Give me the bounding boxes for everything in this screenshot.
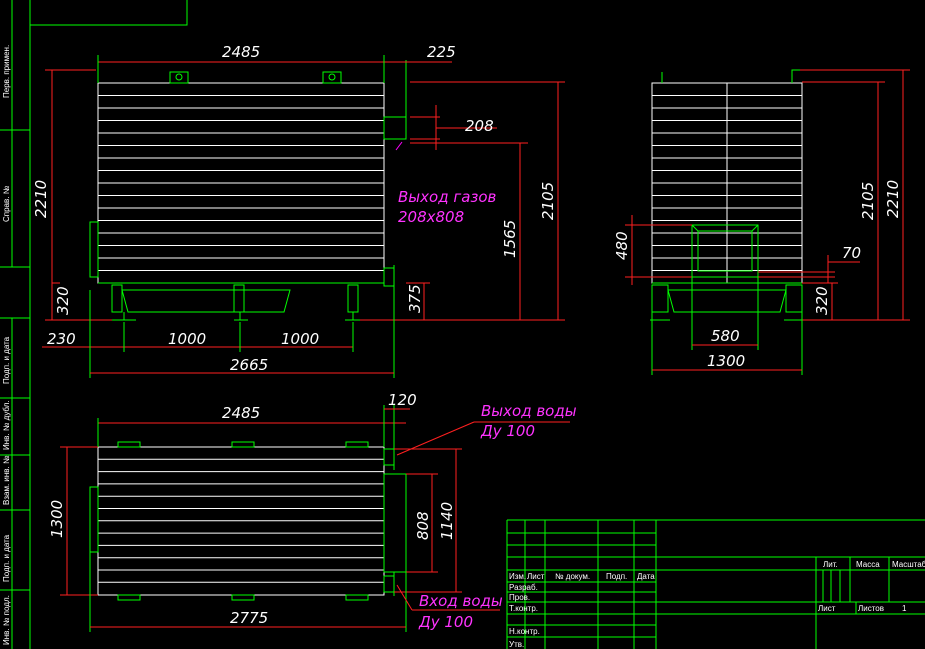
tb-row-tkontr: Т.контр.	[509, 604, 538, 613]
stamp-inv-dubl: Инв. № дубл.	[2, 400, 11, 450]
tb-col-list: Лист	[527, 572, 545, 581]
front-slats	[98, 95, 384, 271]
top-dim-1300: 1300	[48, 500, 66, 538]
tb-col-doc: № докум.	[555, 572, 590, 581]
tb-sheets-count: 1	[902, 604, 907, 613]
tb-scale: Масштаб	[892, 560, 925, 569]
top-slats	[98, 458, 384, 583]
water-out-size: Ду 100	[480, 422, 535, 440]
front-dim-outlet-center: 1565	[501, 220, 519, 258]
stamp-perv-primen: Перв. примен.	[2, 45, 11, 98]
tb-row-razrab: Разраб.	[509, 583, 538, 592]
tb-sheet: Лист	[818, 604, 836, 613]
top-view-body	[89, 441, 407, 601]
side-dim-70: 70	[842, 244, 861, 262]
top-dim-120: 120	[388, 391, 417, 409]
top-dim-total-len: 2775	[230, 609, 268, 627]
tb-col-date: Дата	[637, 572, 655, 581]
side-stamp-frame	[0, 0, 188, 649]
front-dim-outlet-h: 208	[465, 117, 494, 135]
tb-col-sign: Подп.	[606, 572, 627, 581]
front-dim-1000-b: 1000	[281, 330, 319, 348]
front-view-dimensions	[42, 55, 565, 378]
gas-outlet-size: 208x808	[398, 208, 464, 226]
tb-row-prov: Пров.	[509, 593, 530, 602]
side-dim-480: 480	[613, 231, 631, 260]
front-dim-375: 375	[406, 284, 424, 313]
tb-row-utv: Утв.	[509, 640, 524, 649]
title-block-frame	[506, 519, 925, 649]
stamp-podp-data-1: Подп. и дата	[2, 336, 11, 384]
side-dim-1300: 1300	[707, 352, 745, 370]
stamp-inv-podl: Инв. № подл.	[2, 595, 11, 645]
water-in-label: Вход воды	[419, 592, 503, 610]
stamp-podp-data-2: Подп. и дата	[2, 534, 11, 582]
front-view-body	[89, 60, 407, 321]
front-dim-total-len: 2665	[230, 356, 268, 374]
top-view-dimensions	[60, 405, 570, 632]
water-out-label: Выход воды	[481, 402, 577, 420]
tb-col-izm: Изм.	[509, 572, 526, 581]
tb-mass: Масса	[856, 560, 880, 569]
front-dim-base-h: 320	[54, 286, 72, 315]
front-dim-230: 230	[47, 330, 76, 348]
side-view-dimensions	[625, 69, 910, 375]
side-dim-580: 580	[711, 327, 740, 345]
tb-row-nkontr: Н.контр.	[509, 627, 540, 636]
side-dim-2210: 2210	[884, 180, 902, 218]
side-dim-2105: 2105	[859, 182, 877, 220]
side-dim-320: 320	[813, 286, 831, 315]
top-dim-1140: 1140	[438, 502, 456, 540]
gas-outlet-label: Выход газов	[398, 188, 497, 206]
front-dim-width: 2485	[222, 43, 260, 61]
stamp-sprav: Справ. №	[2, 185, 11, 222]
stamp-vzam-inv: Взам. инв. №	[2, 455, 11, 505]
tb-lit: Лит.	[823, 560, 838, 569]
top-dim-width: 2485	[222, 404, 260, 422]
front-dim-total-h: 2210	[32, 180, 50, 218]
front-dim-chimney: 225	[427, 43, 456, 61]
tb-sheets: Листов	[858, 604, 884, 613]
top-dim-808: 808	[414, 511, 432, 540]
front-dim-1000-a: 1000	[168, 330, 206, 348]
side-view-body	[650, 69, 804, 321]
water-in-size: Ду 100	[418, 613, 473, 631]
front-dim-2105: 2105	[539, 182, 557, 220]
